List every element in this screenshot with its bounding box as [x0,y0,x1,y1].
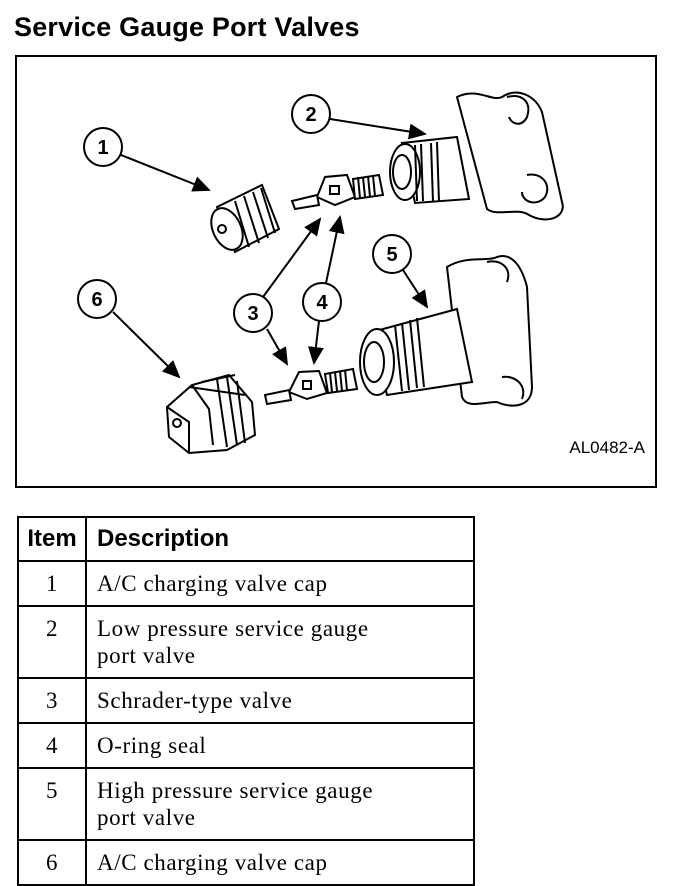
callout-2-circle [291,94,331,134]
item-number: 2 [17,605,87,679]
leader-line-5 [402,269,429,309]
table-header-row: Item Description [17,516,475,562]
page-title: Service Gauge Port Valves [14,12,360,42]
item-description: High pressure service gauge port valve [85,767,475,841]
callout-6-label: 6 [91,289,102,311]
upper-charging-valve-cap [210,183,281,254]
table-row: 3 Schrader-type valve [17,677,475,724]
lower-service-port-body [359,255,534,407]
callout-5-label: 5 [386,244,397,266]
item-number: 4 [17,722,87,769]
lower-schrader-valve [263,367,359,406]
item-number: 1 [17,560,87,607]
leader-line-3b [266,328,288,366]
table-row: 6 A/C charging valve cap [17,839,475,886]
item-description: A/C charging valve cap [85,560,475,607]
leader-line-2 [329,118,427,140]
upper-schrader-valve [290,173,385,211]
callout-6-circle [77,279,117,319]
figure-code: AL0482-A [569,438,645,457]
callout-3-circle [233,293,273,333]
description-line: port valve [97,805,196,830]
description-line: High pressure service gauge [97,778,374,803]
leader-line-6 [112,311,181,379]
callout-4-label: 4 [316,292,328,314]
table-row: 4 O-ring seal [17,722,475,769]
lower-charging-valve-cap [165,373,257,455]
leader-line-1 [120,154,211,192]
leader-line-3a [262,217,322,298]
item-column-header: Item [17,516,87,562]
item-description-table: Item Description 1 A/C charging valve ca… [17,516,475,886]
item-description: O-ring seal [85,722,475,769]
callout-2-label: 2 [305,104,316,126]
table-row: 2 Low pressure service gauge port valve [17,605,475,679]
leader-line-4a [325,215,345,284]
table-row: 5 High pressure service gauge port valve [17,767,475,841]
callout-1-label: 1 [97,137,108,159]
callout-5-circle [372,234,412,274]
callout-3-label: 3 [247,303,258,325]
item-number: 3 [17,677,87,724]
valve-diagram: 1 2 3 4 5 6 [77,91,564,455]
leader-line-4b [307,320,324,365]
item-description: A/C charging valve cap [85,839,475,886]
callout-1-circle [83,127,123,167]
item-number: 5 [17,767,87,841]
description-line: Low pressure service gauge [97,616,369,641]
item-number: 6 [17,839,87,886]
description-line: port valve [97,643,196,668]
item-description: Low pressure service gauge port valve [85,605,475,679]
item-description: Schrader-type valve [85,677,475,724]
table-row: 1 A/C charging valve cap [17,560,475,607]
upper-service-port-body [389,91,564,221]
exploded-view-illustration: 1 2 3 4 5 6 AL0482-A [15,55,657,488]
description-column-header: Description [85,516,475,562]
callout-4-circle [302,282,342,322]
